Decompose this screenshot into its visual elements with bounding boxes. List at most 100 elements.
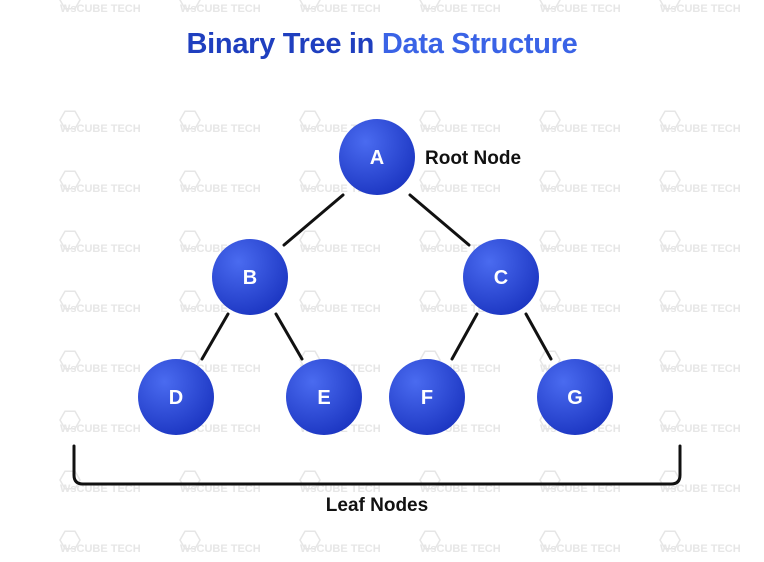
watermark-logo: WsCUBE TECH [659,350,741,375]
watermark-logo: WsCUBE TECH [659,290,741,315]
watermark-text: WsCUBE TECH [300,543,381,555]
node-label-e: E [317,387,330,409]
watermark-logo: WsCUBE TECH [179,470,261,495]
watermark-logo: WsCUBE TECH [539,110,621,135]
watermark-text: WsCUBE TECH [540,243,621,255]
watermark-logo: WsCUBE TECH [59,110,141,135]
watermark-text: WsCUBE TECH [540,123,621,135]
watermark-logo: WsCUBE TECH [659,470,741,495]
edge-a-c [408,193,471,247]
watermark-logo: WsCUBE TECH [59,530,141,555]
watermark-text: WsCUBE TECH [300,303,381,315]
watermark-logo: WsCUBE TECH [419,170,501,195]
watermark-logo: WsCUBE TECH [299,470,381,495]
watermark-text: WsCUBE TECH [420,123,501,135]
watermark-logo: WsCUBE TECH [299,290,381,315]
node-label-g: G [567,387,583,409]
diagram-title: Binary Tree in Data Structure [0,28,764,61]
watermark-text: WsCUBE TECH [540,3,621,15]
edge-b-d [200,312,230,361]
watermark-logo: WsCUBE TECH [539,230,621,255]
title-part-1: Binary Tree in [186,28,382,60]
watermark-text: WsCUBE TECH [60,423,141,435]
watermark-logo: WsCUBE TECH [659,110,741,135]
watermark-text: WsCUBE TECH [60,3,141,15]
node-label-f: F [421,387,433,409]
watermark-logo: WsCUBE TECH [179,110,261,135]
watermark-logo: WsCUBE TECH [59,350,141,375]
watermark-logo: WsCUBE TECH [59,410,141,435]
watermark-text: WsCUBE TECH [660,123,741,135]
node-label-b: B [243,267,257,289]
watermark-text: WsCUBE TECH [60,183,141,195]
watermark-text: WsCUBE TECH [660,183,741,195]
watermark-text: WsCUBE TECH [660,3,741,15]
watermark-text: WsCUBE TECH [420,483,501,495]
tree-node-d: D [138,359,214,435]
watermark-text: WsCUBE TECH [420,543,501,555]
watermark-text: WsCUBE TECH [300,483,381,495]
watermark-logo: WsCUBE TECH [659,230,741,255]
watermark-text: WsCUBE TECH [180,3,261,15]
tree-edges [200,193,553,361]
watermark-text: WsCUBE TECH [60,363,141,375]
root-node-label: Root Node [425,148,521,169]
watermark-text: WsCUBE TECH [420,183,501,195]
watermark-logo: WsCUBE TECH [179,530,261,555]
watermark-text: WsCUBE TECH [540,183,621,195]
watermark-logo: WsCUBE TECH [179,170,261,195]
watermark-text: WsCUBE TECH [540,303,621,315]
watermark-text: WsCUBE TECH [660,363,741,375]
watermark-text: WsCUBE TECH [180,483,261,495]
title-part-2: Data Structure [381,28,578,60]
watermark-logo: WsCUBE TECH [539,470,621,495]
watermark-logo: WsCUBE TECH [419,110,501,135]
watermark-text: WsCUBE TECH [660,423,741,435]
watermark-text: WsCUBE TECH [540,543,621,555]
leaf-bracket [72,444,682,486]
watermark-text: WsCUBE TECH [540,483,621,495]
tree-node-b: B [212,239,288,315]
edge-b-e [274,312,304,361]
watermark-logo: WsCUBE TECH [299,230,381,255]
tree-node-c: C [463,239,539,315]
watermark-text: WsCUBE TECH [420,3,501,15]
watermark-logo: WsCUBE TECH [59,0,141,15]
watermark-text: WsCUBE TECH [300,243,381,255]
node-label-a: A [370,147,384,169]
watermark-logo: WsCUBE TECH [419,0,501,15]
watermark-logo: WsCUBE TECH [539,290,621,315]
watermark-logo: WsCUBE TECH [539,530,621,555]
watermark-text: WsCUBE TECH [60,243,141,255]
watermark-logo: WsCUBE TECH [419,470,501,495]
watermark-logo: WsCUBE TECH [419,530,501,555]
tree-node-a: A [339,119,415,195]
node-label-d: D [169,387,183,409]
watermark-logo: WsCUBE TECH [659,410,741,435]
watermark-logo: WsCUBE TECH [659,530,741,555]
watermark-text: WsCUBE TECH [60,483,141,495]
watermark-logo: WsCUBE TECH [59,170,141,195]
watermark-text: WsCUBE TECH [660,483,741,495]
watermark-logo: WsCUBE TECH [659,0,741,15]
watermark-logo: WsCUBE TECH [299,530,381,555]
node-label-c: C [494,267,508,289]
watermark-logo: WsCUBE TECH [539,170,621,195]
watermark-text: WsCUBE TECH [180,183,261,195]
tree-node-g: G [537,359,613,435]
watermark-logo: WsCUBE TECH [179,0,261,15]
watermark-logo: WsCUBE TECH [299,0,381,15]
tree-node-e: E [286,359,362,435]
leaf-nodes-label: Leaf Nodes [326,495,428,516]
watermark-logo: WsCUBE TECH [539,0,621,15]
tree-node-f: F [389,359,465,435]
watermark-text: WsCUBE TECH [60,123,141,135]
edge-c-g [524,312,553,361]
watermark-text: WsCUBE TECH [660,543,741,555]
watermark-text: WsCUBE TECH [180,543,261,555]
watermark-text: WsCUBE TECH [660,303,741,315]
watermark-logo: WsCUBE TECH [59,290,141,315]
watermark-logo: WsCUBE TECH [59,230,141,255]
